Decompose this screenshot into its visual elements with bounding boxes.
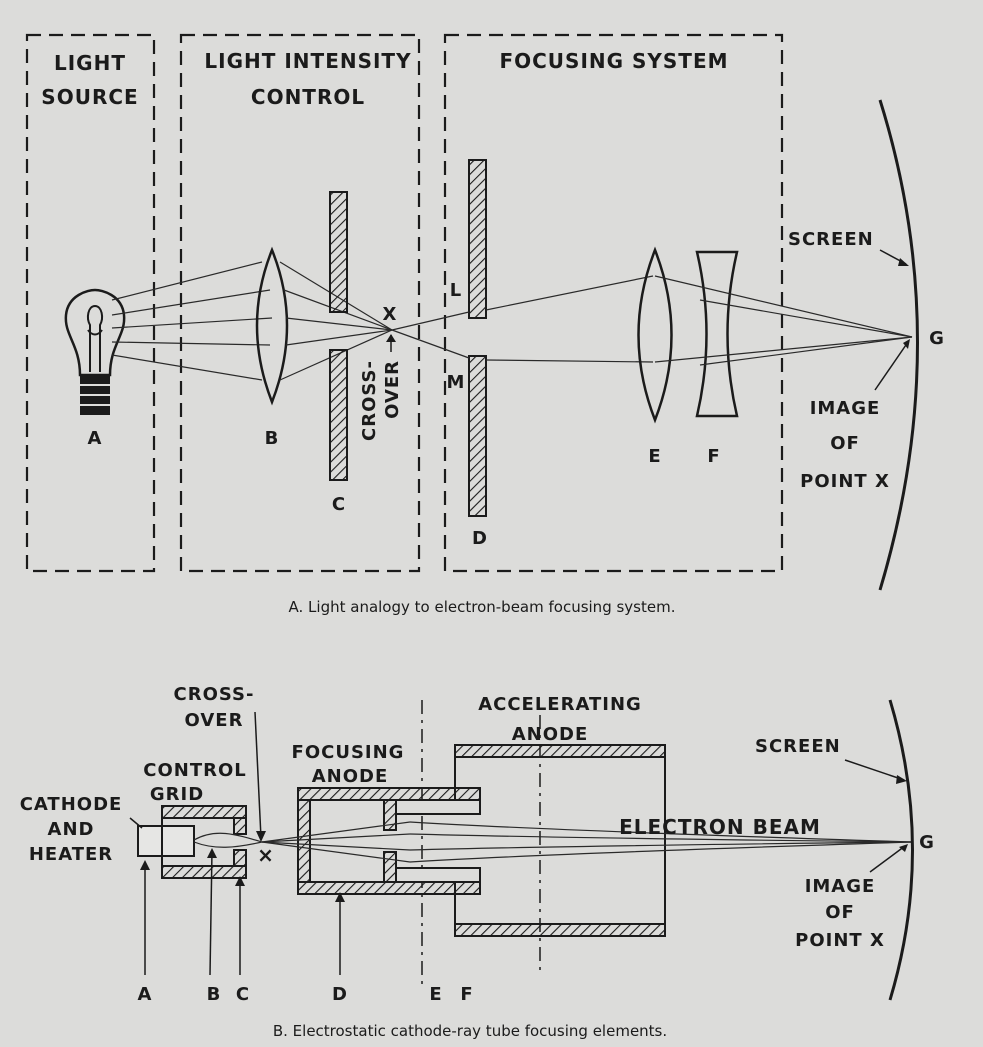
focusing-anode xyxy=(297,787,481,895)
screen-a xyxy=(878,99,919,591)
aperture-d-top xyxy=(468,159,487,319)
light-source-title-2: SOURCE xyxy=(41,85,138,109)
image-label-a-2: OF xyxy=(830,433,860,454)
aperture-c-bottom xyxy=(329,349,348,481)
screen-label-b: SCREEN xyxy=(755,736,841,757)
label-x-top: X xyxy=(383,304,398,325)
x-mark-b: × xyxy=(257,843,275,867)
label-m: M xyxy=(447,372,466,393)
figure-a: LIGHT SOURCE LIGHT INTENSITY CONTROL FOC… xyxy=(25,33,945,616)
label-l: L xyxy=(450,280,462,301)
lens-b xyxy=(255,246,289,406)
label-e-bottom: E xyxy=(429,984,442,1005)
control-grid-label-2: GRID xyxy=(150,784,204,805)
image-label-a-3: POINT X xyxy=(800,471,890,492)
intensity-control-title-1: LIGHT INTENSITY xyxy=(204,49,411,73)
aperture-c-top xyxy=(329,191,348,313)
crossover-b-2: OVER xyxy=(185,710,244,731)
crossover-label-2: OVER xyxy=(382,360,403,419)
crossover-b-1: CROSS- xyxy=(174,684,255,705)
image-label-a-1: IMAGE xyxy=(810,398,881,419)
label-g-bottom: G xyxy=(919,832,935,853)
crossover-label-1: CROSS- xyxy=(359,360,380,441)
label-g-top: G xyxy=(929,328,945,349)
cathode-label-1: CATHODE xyxy=(20,794,123,815)
cathode-label-3: HEATER xyxy=(29,844,113,865)
light-rays-source xyxy=(111,261,273,381)
cathode-label-2: AND xyxy=(48,819,95,840)
label-e-top: E xyxy=(648,446,661,467)
label-d-bottom: D xyxy=(332,984,348,1005)
intensity-control-title-2: CONTROL xyxy=(251,85,365,109)
electron-beam-label: ELECTRON BEAM xyxy=(619,815,821,839)
cathode xyxy=(137,825,195,857)
image-label-b-2: OF xyxy=(825,902,855,923)
light-bulb-icon xyxy=(64,288,126,415)
figure-b: CROSS- OVER ACCELERATING ANODE FOCUSING … xyxy=(20,684,935,1040)
caption-a: A. Light analogy to electron-beam focusi… xyxy=(289,598,676,616)
light-rays-diverging xyxy=(391,275,654,363)
electron-beam-rays xyxy=(261,821,913,863)
screen-b xyxy=(888,699,914,1001)
light-source-box xyxy=(25,33,156,573)
control-grid-label-1: CONTROL xyxy=(143,760,247,781)
label-f-top: F xyxy=(707,446,720,467)
label-d-top: D xyxy=(472,528,488,549)
focus-anode-label-1: FOCUSING xyxy=(292,742,405,763)
accel-anode-label-2: ANODE xyxy=(512,724,589,745)
focusing-system-box xyxy=(443,33,784,573)
label-c-bottom: C xyxy=(236,984,250,1005)
label-c-top: C xyxy=(332,494,346,515)
control-grid xyxy=(161,805,247,879)
label-b-bottom: B xyxy=(207,984,222,1005)
label-a-top: A xyxy=(88,428,103,449)
aperture-d-bottom xyxy=(468,355,487,517)
image-label-b-1: IMAGE xyxy=(805,876,876,897)
lens-f xyxy=(695,250,739,418)
accelerating-anode xyxy=(454,744,666,937)
image-label-b-3: POINT X xyxy=(795,930,885,951)
label-b-top: B xyxy=(265,428,280,449)
lens-e xyxy=(637,246,673,424)
accel-anode-label-1: ACCELERATING xyxy=(478,694,642,715)
focusing-system-title: FOCUSING SYSTEM xyxy=(499,49,728,73)
pointer-lines-b xyxy=(140,848,345,976)
label-a-bottom: A xyxy=(138,984,153,1005)
light-source-title-1: LIGHT xyxy=(54,51,126,75)
intensity-control-box xyxy=(179,33,421,573)
focus-anode-label-2: ANODE xyxy=(312,766,389,787)
caption-b: B. Electrostatic cathode-ray tube focusi… xyxy=(273,1022,667,1040)
light-rays-to-screen xyxy=(654,275,913,366)
screen-label-a: SCREEN xyxy=(788,229,874,250)
label-f-bottom: F xyxy=(460,984,473,1005)
